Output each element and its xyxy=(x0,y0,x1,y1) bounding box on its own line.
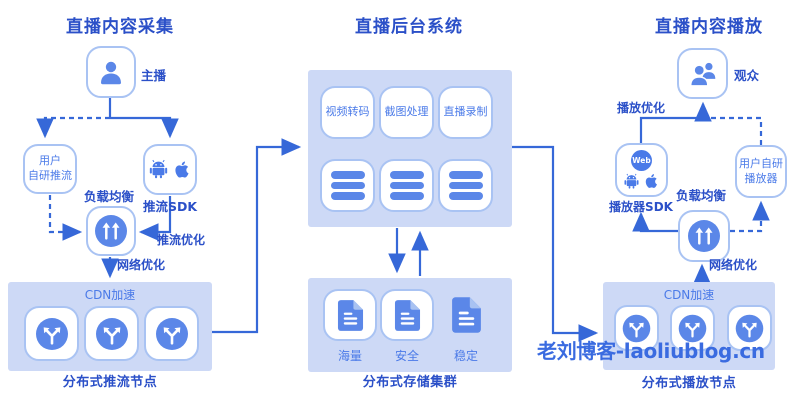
storage-label-mass: 海量 xyxy=(337,349,362,363)
flow-backend-to-play-cdn xyxy=(512,145,599,342)
service-label: 视频转码 xyxy=(325,105,370,119)
load-balance-label-left: 负载均衡 xyxy=(84,189,135,204)
cdn-node xyxy=(84,306,139,361)
player-sdk-node: Web xyxy=(615,143,668,197)
load-balancer-icon xyxy=(688,220,720,252)
branch-node-icon xyxy=(735,314,764,342)
flow-lb-to-player-sdk xyxy=(632,211,678,233)
net-opt-label-right: 网络优化 xyxy=(709,258,758,272)
service-label: 截图处理 xyxy=(384,105,429,119)
cdn-node xyxy=(144,306,199,361)
load-balance-label-right: 负载均衡 xyxy=(676,188,727,203)
player-sdk-label: 播放器SDK xyxy=(609,200,673,214)
branch-node-icon xyxy=(622,314,651,342)
service-node-transcode: 视频转码 xyxy=(320,86,375,139)
flow-anchor-to-custom-push xyxy=(36,116,110,139)
cdn-node xyxy=(670,305,715,351)
branch-node-icon xyxy=(95,317,128,350)
play-opt-label: 播放优化 xyxy=(617,101,666,115)
document-icon xyxy=(452,297,481,333)
load-balancer-node-right xyxy=(678,210,730,262)
storage-node-mass xyxy=(323,289,377,341)
custom-player-line1: 用户自研 xyxy=(739,156,783,170)
server-stack-icon xyxy=(330,171,365,200)
watermark: 老刘博客-laoliublog.cn xyxy=(537,339,765,363)
branch-node-icon xyxy=(155,317,188,350)
apple-icon xyxy=(645,174,657,188)
service-node-snapshot: 截图处理 xyxy=(379,86,434,139)
push-sdk-node xyxy=(143,144,197,195)
net-opt-label-left: 网络优化 xyxy=(117,258,166,272)
section-title-playback: 直播内容播放 xyxy=(655,17,763,37)
document-icon xyxy=(337,299,363,331)
push-sdk-label: 推流SDK xyxy=(142,199,198,214)
cdn-label-left: CDN加速 xyxy=(84,288,136,302)
caption-storage-cluster: 分布式存储集群 xyxy=(362,375,458,390)
section-title-capture: 直播内容采集 xyxy=(66,17,174,37)
server-node xyxy=(438,159,493,212)
audience-node xyxy=(677,48,728,99)
server-stack-icon xyxy=(389,171,424,200)
cdn-label-right: CDN加速 xyxy=(663,288,715,302)
custom-push-line1: 用户 xyxy=(39,154,61,168)
document-icon xyxy=(394,299,420,331)
audience-label: 观众 xyxy=(734,68,760,83)
flow-custom-push-to-lb xyxy=(48,195,83,241)
server-node xyxy=(320,159,375,212)
anchor-label: 主播 xyxy=(141,68,167,83)
server-stack-icon xyxy=(448,171,483,200)
storage-node-stable xyxy=(451,297,482,337)
push-opt-label: 推流优化 xyxy=(157,233,206,247)
load-balancer-icon xyxy=(95,215,127,247)
anchor-node xyxy=(86,46,136,98)
flow-lb-to-custom-player xyxy=(730,200,770,233)
server-node xyxy=(379,159,434,212)
flow-anchor-to-sdk xyxy=(110,116,179,139)
load-balancer-node-left xyxy=(86,206,136,256)
people-icon xyxy=(689,62,715,87)
custom-push-line2: 自研推流 xyxy=(28,169,72,182)
cdn-node xyxy=(24,306,79,361)
cdn-node xyxy=(727,305,772,351)
android-icon xyxy=(149,159,168,179)
branch-node-icon xyxy=(35,317,68,350)
storage-label-stable: 稳定 xyxy=(453,349,478,363)
service-label: 直播录制 xyxy=(443,105,488,119)
web-badge: Web xyxy=(631,150,652,171)
flow-cdn-to-backend xyxy=(212,138,302,334)
custom-player-node: 用户自研 播放器 xyxy=(735,145,787,198)
flow-custom-player-to-audience xyxy=(706,116,763,145)
person-icon xyxy=(101,61,121,85)
android-icon xyxy=(624,173,639,189)
custom-push-node: 用户 自研推流 xyxy=(23,144,77,194)
branch-node-icon xyxy=(678,314,707,342)
custom-player-line2: 播放器 xyxy=(744,171,778,185)
section-title-backend: 直播后台系统 xyxy=(355,17,463,37)
caption-play-nodes: 分布式播放节点 xyxy=(641,376,737,391)
cdn-node xyxy=(614,305,659,351)
storage-node-safe xyxy=(380,289,434,341)
service-node-record: 直播录制 xyxy=(438,86,493,139)
storage-label-safe: 安全 xyxy=(394,349,419,363)
apple-icon xyxy=(175,161,189,178)
caption-push-nodes: 分布式推流节点 xyxy=(62,375,158,390)
